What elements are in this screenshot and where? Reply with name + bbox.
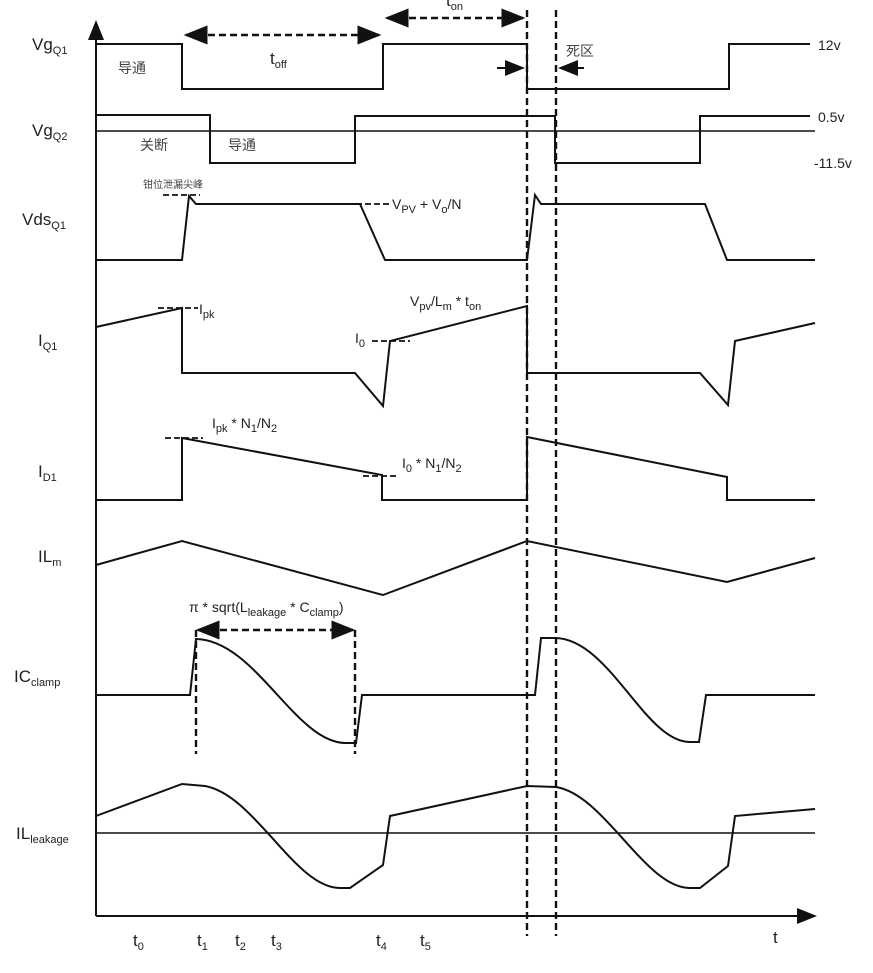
dead-zone-label: 死区 xyxy=(566,44,594,60)
tick-t4: t4 xyxy=(376,931,387,953)
resonance-label: π * sqrt(Lleakage * Cclamp) xyxy=(189,599,344,619)
tick-t0: t0 xyxy=(133,931,144,953)
ilm-waveform xyxy=(95,539,816,597)
label-illeakage: ILleakage xyxy=(16,824,69,846)
tick-t3: t3 xyxy=(271,931,282,953)
level-minus-11-5v: -11.5v xyxy=(814,155,852,171)
label-vgq1: VgQ1 xyxy=(32,35,67,57)
label-vgq2: VgQ2 xyxy=(32,121,67,143)
label-vdsq1: VdsQ1 xyxy=(22,210,66,232)
label-icclamp: ICclamp xyxy=(14,667,60,689)
iq1-waveform xyxy=(95,304,816,409)
vds-level-label: VPV + Vo/N xyxy=(392,196,461,216)
i0-label: I0 xyxy=(355,330,365,350)
label-id1: ID1 xyxy=(38,462,57,484)
level-12v: 12v xyxy=(818,37,841,53)
illeakage-waveform xyxy=(95,782,816,889)
icclamp-waveform xyxy=(96,637,815,744)
toff-label: toff xyxy=(270,49,288,71)
ton-label: ton xyxy=(446,0,463,13)
vgq2-waveform xyxy=(96,114,810,164)
q1-on-label: 导通 xyxy=(118,61,146,77)
vgq1-waveform xyxy=(96,43,810,90)
q2-on-label: 导通 xyxy=(228,138,256,154)
level-0-5v: 0.5v xyxy=(818,109,844,125)
q2-off-label: 关断 xyxy=(140,138,168,154)
id1-waveform xyxy=(96,435,815,501)
label-ilm: ILm xyxy=(38,547,61,569)
clamp-spike-label: 钳位泄漏尖峰 xyxy=(143,178,203,191)
slope-label: Vpv/Lm * ton xyxy=(410,293,481,313)
id-pk-label: Ipk * N1/N2 xyxy=(212,415,277,435)
label-iq1: IQ1 xyxy=(38,331,57,353)
id-0-label: I0 * N1/N2 xyxy=(402,455,462,475)
tick-t2: t2 xyxy=(235,931,246,953)
time-axis-label: t xyxy=(773,928,778,947)
tick-t5: t5 xyxy=(420,931,431,953)
ipk-label: Ipk xyxy=(199,301,215,321)
vdsq1-waveform xyxy=(96,192,815,261)
tick-t1: t1 xyxy=(197,931,208,953)
